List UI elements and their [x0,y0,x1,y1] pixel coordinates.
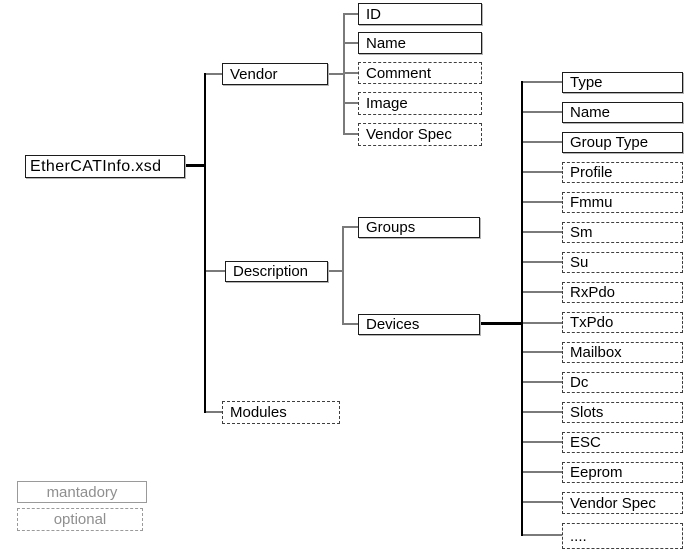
node-type: Type [562,72,683,93]
node-su: Su [562,252,683,273]
connector-devices-to-right-trunk [480,322,523,325]
connector-trunk-to-profile [523,171,562,173]
connector-trunk-to-sm [523,231,562,233]
node-eeprom: Eeprom [562,462,683,483]
node-mailbox: Mailbox [562,342,683,363]
connector-trunk-to-modules [206,411,222,413]
connector-trunk-to-eeprom [523,471,562,473]
node-device-name: Name [562,102,683,123]
connector-trunk-to-group-type [523,141,562,143]
connector-root-to-trunk [185,164,206,167]
connector-left-trunk [204,73,206,413]
connector-trunk-to-fmmu [523,201,562,203]
node-groups: Groups [358,217,480,238]
connector-trunk-to-esc [523,441,562,443]
connector-branch-to-name [345,42,358,44]
node-description: Description [225,261,328,282]
legend-mandatory-box: mantadory [17,481,147,503]
node-devices: Devices [358,314,480,335]
node-rxpdo: RxPdo [562,282,683,303]
node-sm: Sm [562,222,683,243]
connector-branch-to-id [345,13,358,15]
node-ethercatinfo-xsd: EtherCATInfo.xsd [25,155,185,178]
connector-trunk-to-type [523,81,562,83]
connector-trunk-to-mailbox [523,351,562,353]
connector-branch-to-vendor-spec [345,133,358,135]
connector-trunk-to-device-vendor-spec [523,501,562,503]
node-txpdo: TxPdo [562,312,683,333]
node-slots: Slots [562,402,683,423]
node-dc: Dc [562,372,683,393]
connector-trunk-to-description [206,270,225,272]
legend-optional-box: optional [17,508,143,531]
node-vendor: Vendor [222,63,328,85]
node-name: Name [358,32,482,54]
node-device-vendor-spec: Vendor Spec [562,492,683,514]
connector-trunk-to-txpdo [523,322,562,324]
connector-right-trunk [521,81,523,536]
node-modules: Modules [222,401,340,424]
connector-vendor-branch-vertical [343,13,345,135]
connector-trunk-to-rxpdo [523,291,562,293]
connector-trunk-to-ellipsis [523,534,562,536]
connector-trunk-to-device-name [523,111,562,113]
node-id: ID [358,3,482,25]
connector-branch-to-devices [344,323,358,325]
node-esc: ESC [562,432,683,453]
node-group-type: Group Type [562,132,683,153]
node-profile: Profile [562,162,683,183]
node-fmmu: Fmmu [562,192,683,213]
connector-description-branch-vertical [342,226,344,325]
connector-branch-to-comment [345,72,358,74]
connector-trunk-to-slots [523,411,562,413]
connector-description-to-branch [328,270,342,272]
node-image: Image [358,92,482,115]
node-vendor-spec: Vendor Spec [358,123,482,146]
connector-vendor-to-branch [328,73,344,75]
connector-trunk-to-su [523,261,562,263]
connector-trunk-to-vendor [206,73,222,75]
connector-branch-to-image [345,102,358,104]
connector-branch-to-groups [344,226,358,228]
connector-trunk-to-dc [523,381,562,383]
node-ellipsis: .... [562,523,683,549]
node-comment: Comment [358,62,482,84]
